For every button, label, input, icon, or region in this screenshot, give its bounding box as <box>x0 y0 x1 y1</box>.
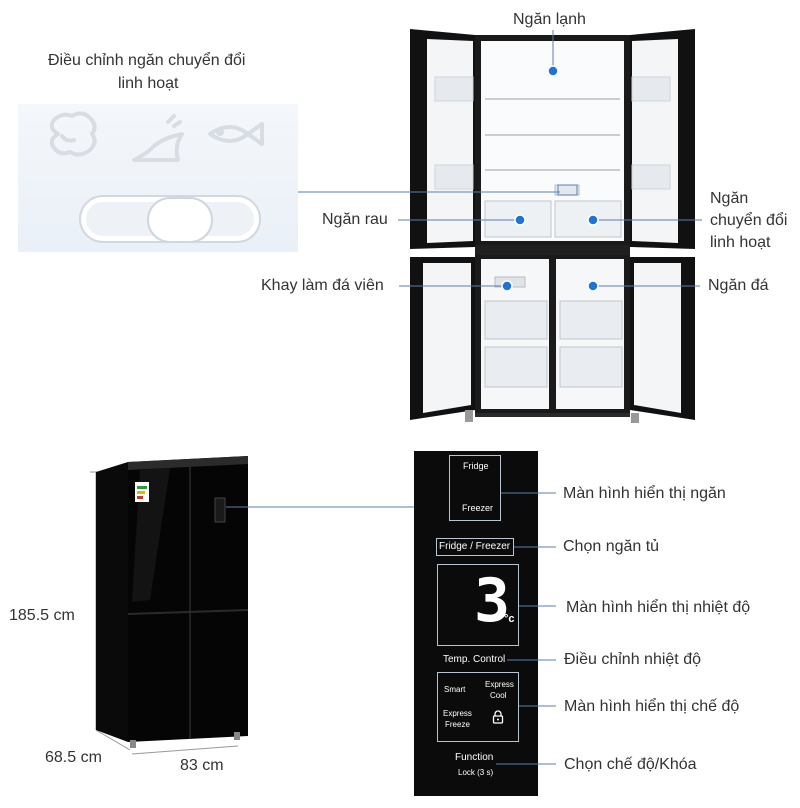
function-button[interactable]: Function <box>455 752 494 763</box>
label-flex-line1: Ngăn <box>710 190 749 207</box>
flex-zone-title-line2: linh hoạt <box>118 75 179 92</box>
callout-temp-adjust: Điều chỉnh nhiệt độ <box>564 651 701 668</box>
label-ice-compartment: Ngăn đá <box>708 277 769 294</box>
mode-express-freeze-line1: Express <box>443 709 472 718</box>
zone-fridge-label: Fridge <box>463 461 489 471</box>
lock-icon <box>492 710 504 724</box>
flex-zone-title-line1: Điều chỉnh ngăn chuyển đổi <box>48 52 246 69</box>
label-flex-line2: chuyển đổi <box>710 212 788 229</box>
dimension-depth: 68.5 cm <box>45 749 102 766</box>
marker-dot <box>547 65 559 77</box>
marker-dot <box>587 214 599 226</box>
temperature-unit: °c <box>504 613 515 625</box>
callout-temp-display: Màn hình hiển thị nhiệt độ <box>566 599 751 616</box>
control-panel <box>414 451 538 796</box>
callout-mode-display: Màn hình hiển thị chế độ <box>564 698 740 715</box>
mode-smart: Smart <box>444 685 466 694</box>
mode-express-cool-line1: Express <box>485 680 514 689</box>
label-flex-line3: linh hoạt <box>710 234 771 251</box>
label-vegetable-compartment: Ngăn rau <box>322 211 388 228</box>
label-fridge-compartment: Ngăn lạnh <box>513 11 586 28</box>
callout-mode-lock: Chọn chế độ/Khóa <box>564 756 697 773</box>
temperature-display: 3 °c <box>437 564 519 646</box>
fridge-freezer-select-button[interactable]: Fridge / Freezer <box>436 538 514 556</box>
mode-express-freeze-line2: Freeze <box>445 720 470 729</box>
mode-display: Smart Express Cool Express Freeze <box>437 672 519 742</box>
meat-icon <box>49 111 97 157</box>
label-ice-tray: Khay làm đá viên <box>261 277 384 294</box>
marker-dot <box>501 280 513 292</box>
slider-knob <box>147 197 213 243</box>
callout-select-compartment: Chọn ngăn tủ <box>563 538 660 555</box>
fridge-freezer-select-label: Fridge / Freezer <box>439 541 511 552</box>
mode-express-cool-line2: Cool <box>490 691 507 700</box>
zone-freezer-label: Freezer <box>462 503 494 513</box>
temp-control-button[interactable]: Temp. Control <box>443 654 506 665</box>
temperature-value: 3 <box>474 566 511 636</box>
marker-dot <box>514 214 526 226</box>
vegetable-icon <box>132 114 184 162</box>
dimension-width: 83 cm <box>180 757 224 774</box>
callout-zone-display: Màn hình hiển thị ngăn <box>563 485 726 502</box>
flex-zone-control-image <box>18 104 298 252</box>
zone-display <box>449 455 501 521</box>
fish-icon <box>208 122 264 146</box>
lock-hint: Lock (3 s) <box>458 768 494 777</box>
marker-dot <box>587 280 599 292</box>
closed-refrigerator-image <box>0 450 300 790</box>
dimension-height: 185.5 cm <box>9 607 75 624</box>
